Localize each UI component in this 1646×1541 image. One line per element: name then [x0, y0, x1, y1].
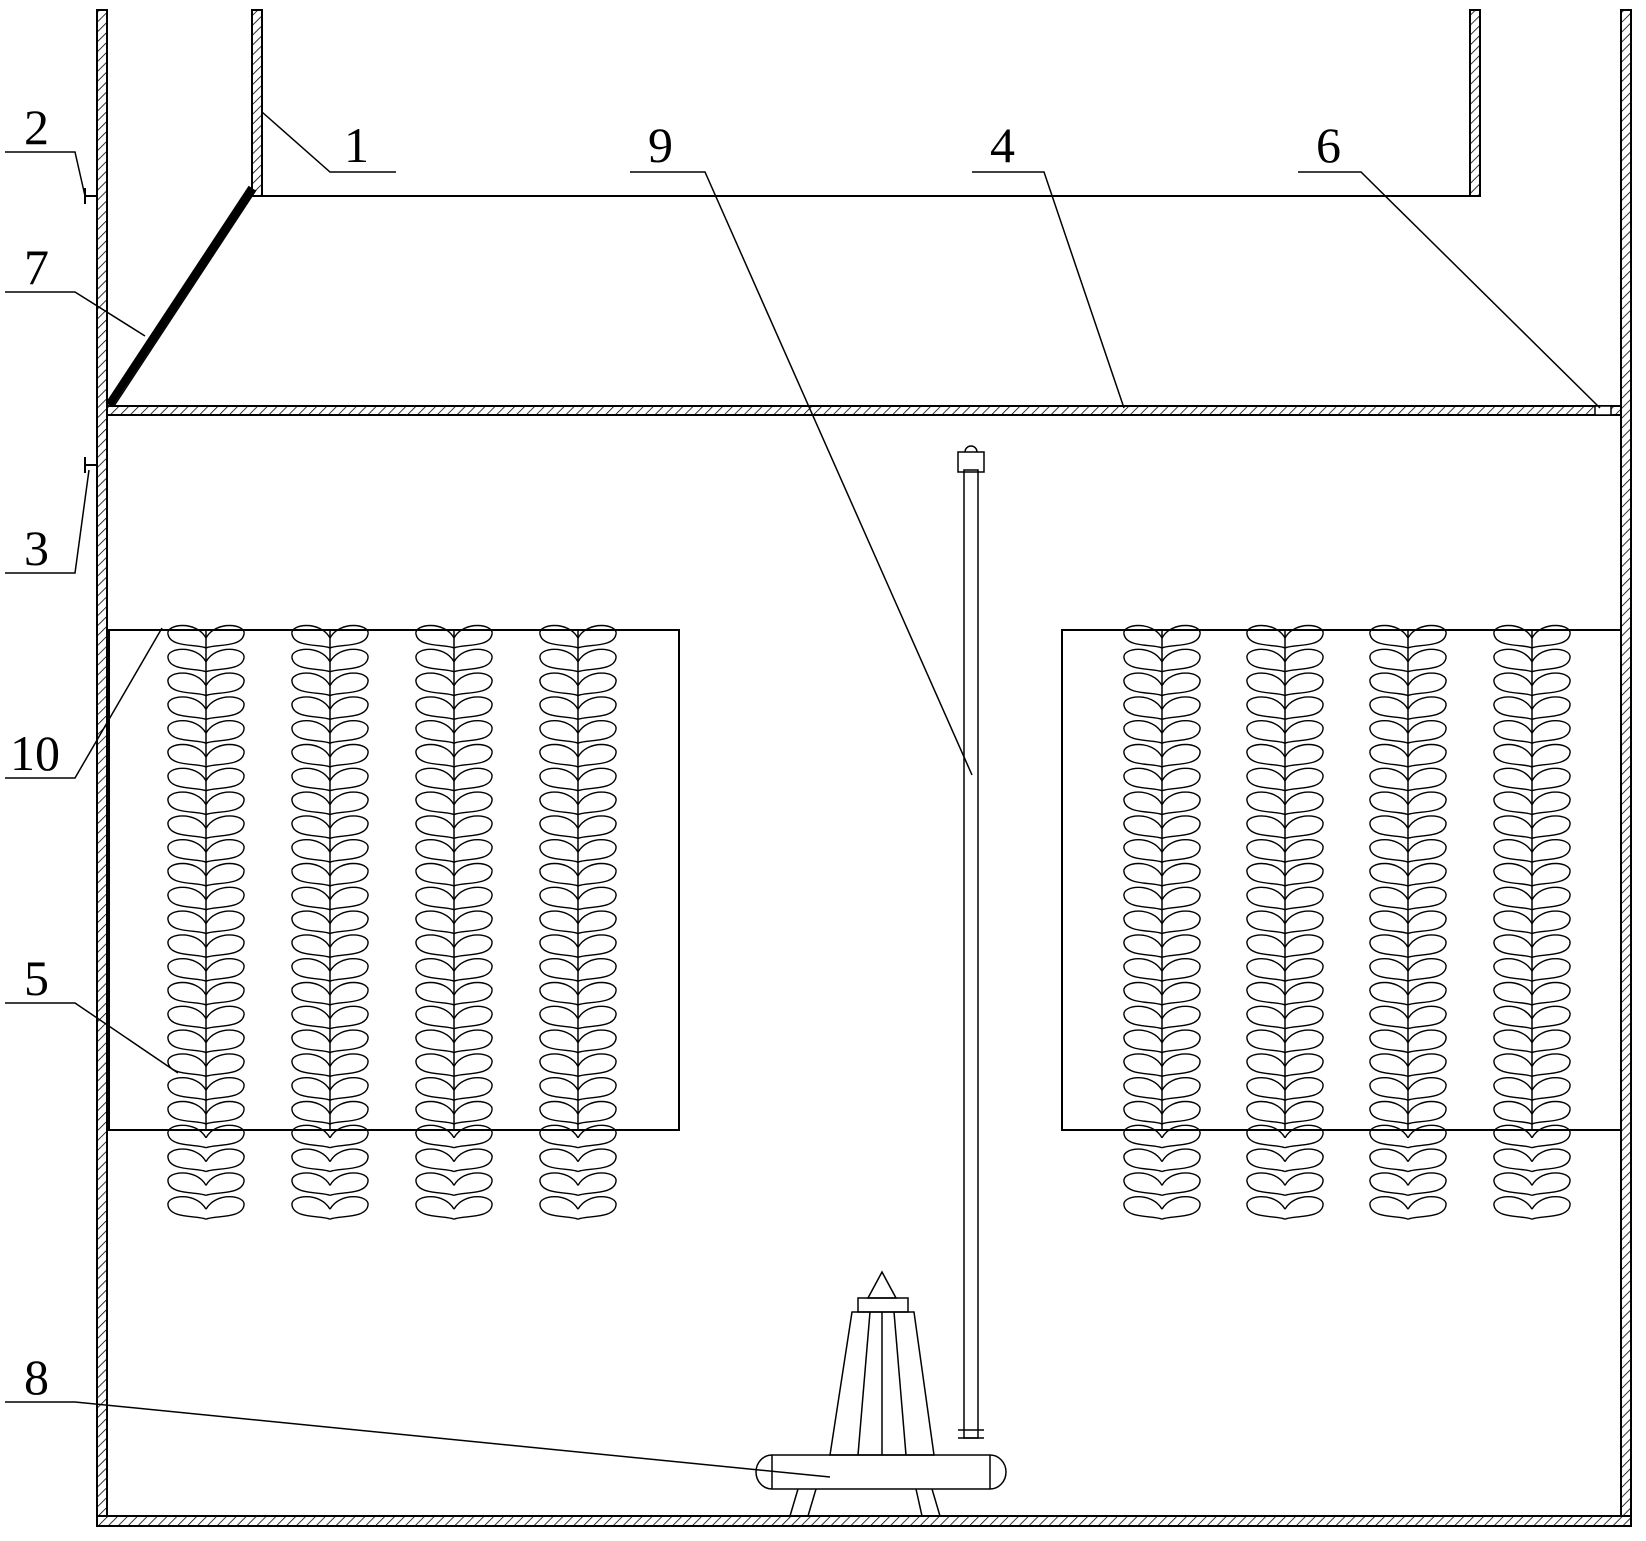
fiber-carrier — [1246, 624, 1324, 1220]
leader-1 — [261, 111, 396, 173]
label-4: 4 — [990, 117, 1015, 173]
fiber-carriers — [167, 624, 1571, 1220]
fiber-carrier — [1369, 624, 1447, 1220]
fiber-carrier — [415, 624, 493, 1220]
left-wall — [96, 9, 108, 1527]
leader-5 — [5, 1002, 179, 1074]
carrier-frame-left — [108, 629, 680, 1131]
outlet-chamber-wall — [1469, 9, 1481, 197]
air-lift-pipe — [957, 445, 985, 1439]
leader-2 — [5, 151, 86, 197]
label-8: 8 — [24, 1349, 49, 1405]
carrier-frame-right — [1061, 629, 1622, 1131]
label-1: 1 — [344, 117, 369, 173]
pipe-3 — [84, 457, 97, 473]
leader-3 — [5, 469, 90, 574]
leader-lines — [5, 111, 1601, 1478]
submersible-pump — [755, 1270, 1007, 1517]
label-7: 7 — [24, 239, 49, 295]
leader-10 — [5, 627, 163, 779]
bottom-wall — [96, 1515, 1632, 1527]
inlet-chamber-wall — [251, 9, 263, 197]
right-wall — [1620, 9, 1632, 1527]
overflow-opening — [1594, 405, 1612, 416]
label-5: 5 — [24, 950, 49, 1006]
fiber-carrier — [291, 624, 369, 1220]
leader-4 — [972, 171, 1125, 409]
fiber-carrier — [167, 624, 245, 1220]
pipe-2 — [84, 188, 97, 204]
leader-6 — [1298, 171, 1601, 409]
label-3: 3 — [24, 520, 49, 576]
leader-8 — [5, 1401, 831, 1478]
fiber-carrier — [1123, 624, 1201, 1220]
leader-9 — [630, 171, 973, 776]
label-9: 9 — [648, 117, 673, 173]
partition-plate — [106, 405, 1622, 416]
inclined-screen-edge — [113, 189, 257, 407]
fiber-carrier — [539, 624, 617, 1220]
label-6: 6 — [1316, 117, 1341, 173]
fiber-carrier — [1493, 624, 1571, 1220]
inclined-screen — [105, 185, 256, 408]
label-2: 2 — [24, 99, 49, 155]
label-10: 10 — [10, 725, 60, 781]
leader-7 — [5, 291, 146, 337]
